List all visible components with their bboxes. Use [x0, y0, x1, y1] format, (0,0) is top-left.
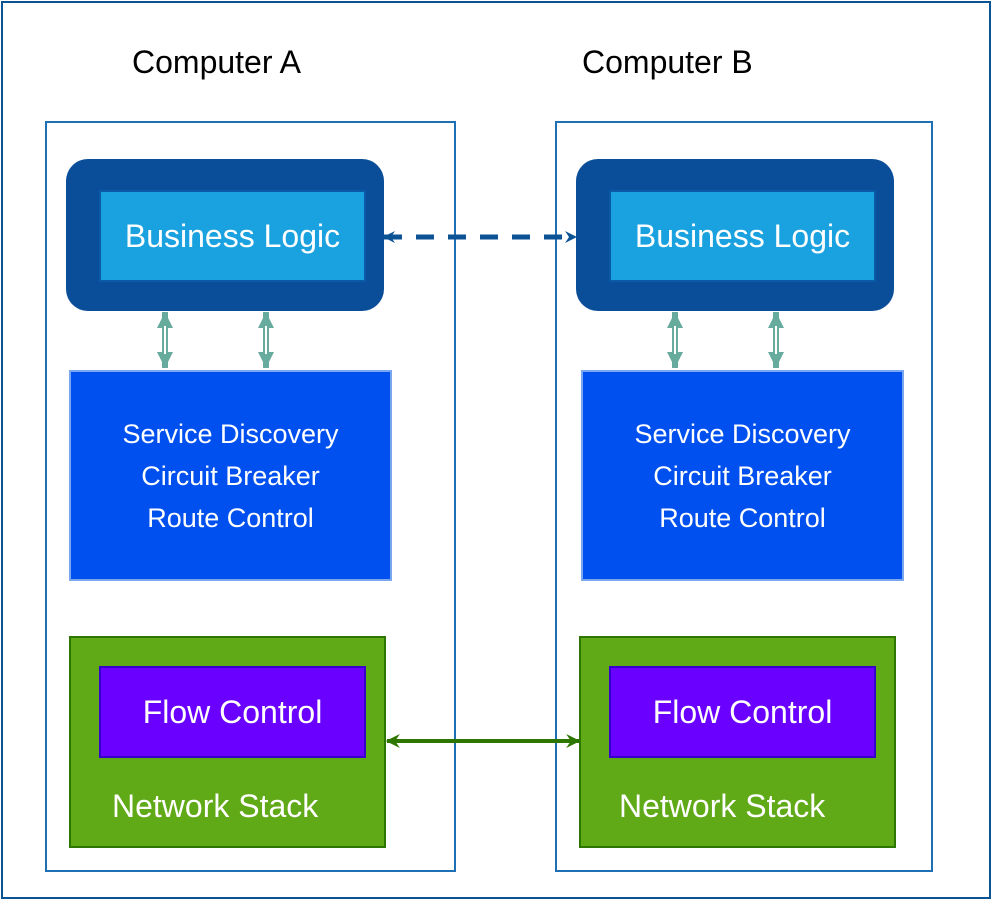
computer-a-services-block: Service Discovery Circuit Breaker Route …: [69, 370, 392, 581]
computer-b-services-block: Service Discovery Circuit Breaker Route …: [581, 370, 904, 581]
computer-a-vertical-arrow-right: [258, 312, 274, 368]
computer-a-flow-control: Flow Control: [99, 666, 366, 758]
computer-a-vertical-arrow-left: [157, 312, 173, 368]
computer-b-vertical-arrow-left: [667, 312, 683, 368]
computer-a-route-control: Route Control: [147, 502, 314, 533]
computer-a-service-discovery: Service Discovery: [122, 418, 339, 449]
computer-b-circuit-breaker: Circuit Breaker: [653, 460, 832, 491]
computer-a-title: Computer A: [132, 44, 301, 80]
computer-b-flow-control: Flow Control: [609, 666, 876, 758]
computer-b-route-control: Route Control: [659, 502, 826, 533]
computer-a-network-stack-label: Network Stack: [112, 788, 319, 824]
computer-b-business-logic: Business Logic: [609, 190, 876, 282]
computer-b-vertical-arrow-right: [768, 312, 784, 368]
computer-a-circuit-breaker: Circuit Breaker: [141, 460, 320, 491]
computer-b-service-discovery: Service Discovery: [634, 418, 851, 449]
computer-a-business-logic: Business Logic: [99, 190, 366, 282]
computer-b-title: Computer B: [582, 44, 753, 80]
computer-b-network-stack-label: Network Stack: [619, 788, 826, 824]
